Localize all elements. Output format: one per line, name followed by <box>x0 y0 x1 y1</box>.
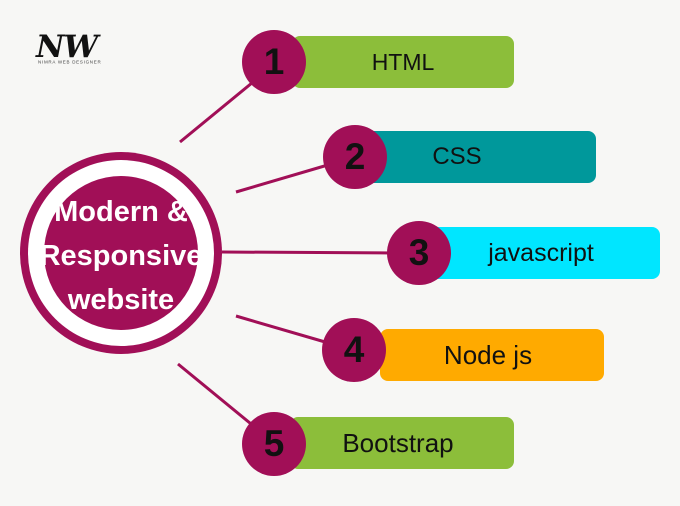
item-number-2: 2 <box>344 136 366 177</box>
item-label-html: HTML <box>371 48 435 75</box>
item-pill-bootstrap: Bootstrap <box>290 417 514 469</box>
logo-subtext: Nimra web designer <box>38 60 102 66</box>
item-number-1: 1 <box>263 41 285 82</box>
hub-line-2: Responsive <box>39 240 203 272</box>
item-number-5: 5 <box>263 423 285 464</box>
item-number-3: 3 <box>408 232 430 273</box>
hub-line-3: website <box>67 284 175 316</box>
connector-5 <box>177 362 257 430</box>
item-badge-1: 1 <box>242 30 306 94</box>
item-badge-3: 3 <box>387 221 451 285</box>
item-number-4: 4 <box>343 329 365 370</box>
hub-circle <box>44 176 198 330</box>
item-label-bootstrap: Bootstrap <box>342 427 454 458</box>
item-pill-html: HTML <box>292 36 514 88</box>
connector-1 <box>179 76 259 144</box>
item-label-javascript: javascript <box>488 238 594 267</box>
connector-3 <box>221 250 394 255</box>
item-pill-node-js: Node js <box>380 329 604 381</box>
item-pill-css: CSS <box>362 131 596 183</box>
logo-letters: NW <box>36 29 98 65</box>
connector-2 <box>235 160 339 194</box>
item-label-node-js: Node js <box>443 339 533 370</box>
hub-line-1: Modern & <box>54 196 188 228</box>
item-badge-2: 2 <box>323 125 387 189</box>
item-badge-5: 5 <box>242 412 306 476</box>
item-badge-4: 4 <box>322 318 386 382</box>
connector-4 <box>235 314 333 346</box>
hub-title: Modern & Responsive website <box>28 190 214 322</box>
brand-logo: NW Nimra web designer <box>36 30 114 72</box>
item-label-css: CSS <box>432 143 482 170</box>
item-pill-javascript: javascript <box>422 227 660 279</box>
